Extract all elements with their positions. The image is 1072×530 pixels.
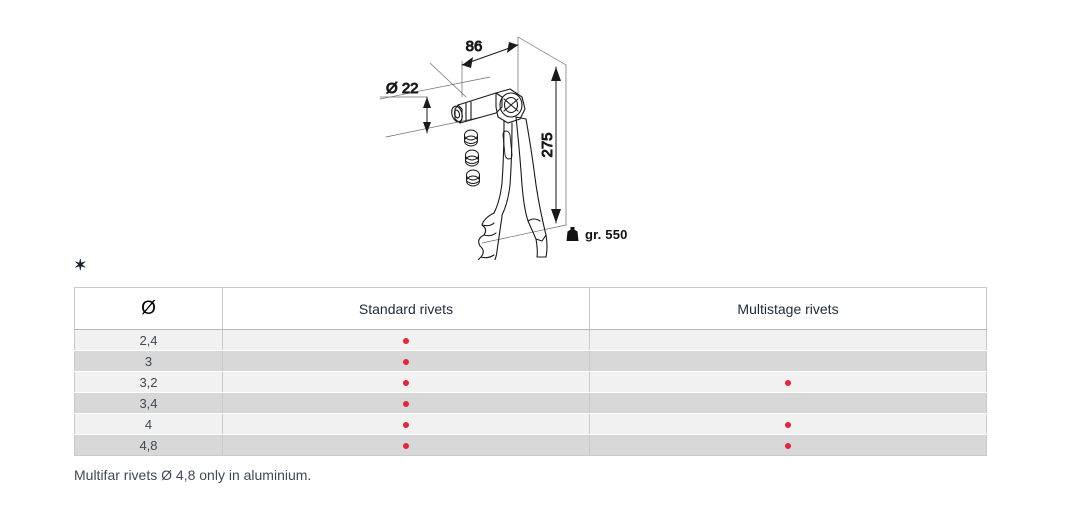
availability-dot [403, 359, 409, 366]
cell-standard-rivets [222, 434, 590, 456]
cell-multistage-rivets [589, 329, 987, 351]
table-footnote: Multifar rivets Ø 4,8 only in aluminium. [74, 467, 312, 483]
availability-dot [403, 338, 409, 345]
column-header-standard-rivets: Standard rivets [222, 287, 590, 330]
cell-diameter: 3,4 [74, 392, 223, 414]
availability-dot [785, 443, 791, 450]
cell-standard-rivets [222, 329, 590, 351]
table-header-row: Ø Standard rivets Multistage rivets [74, 287, 987, 330]
table-row: 4,8 [74, 434, 987, 456]
cell-standard-rivets [222, 392, 590, 414]
dimension-label-275: 275 [539, 132, 556, 157]
availability-dot [785, 422, 791, 429]
availability-dot [403, 380, 409, 387]
technical-drawing: 86 Ø 22 275 [370, 25, 670, 260]
cell-diameter: 3,2 [74, 371, 223, 393]
column-header-multistage-rivets: Multistage rivets [589, 287, 987, 330]
cell-diameter: 4 [74, 413, 223, 435]
cell-multistage-rivets [589, 350, 987, 372]
availability-dot [403, 422, 409, 429]
availability-dot [403, 401, 409, 408]
cell-standard-rivets [222, 350, 590, 372]
availability-dot [785, 380, 791, 387]
cell-multistage-rivets [589, 392, 987, 414]
footnote-asterisk-marker: ✶ [74, 257, 87, 274]
column-header-diameter: Ø [74, 287, 223, 330]
weight-text: gr. 550 [585, 227, 628, 242]
cell-diameter: 4,8 [74, 434, 223, 456]
cell-multistage-rivets [589, 371, 987, 393]
riveter-drawing-svg: 86 Ø 22 275 [379, 36, 567, 260]
availability-empty [785, 339, 791, 345]
cell-multistage-rivets [589, 434, 987, 456]
cell-diameter: 2,4 [74, 329, 223, 351]
weight-icon [566, 227, 579, 241]
weight-indicator: gr. 550 [566, 227, 628, 242]
cell-standard-rivets [222, 371, 590, 393]
cell-standard-rivets [222, 413, 590, 435]
cell-multistage-rivets [589, 413, 987, 435]
table-row: 3,4 [74, 392, 987, 414]
table-row: 4 [74, 413, 987, 435]
availability-dot [403, 443, 409, 450]
dimension-label-86: 86 [466, 38, 483, 55]
table-row: 3 [74, 350, 987, 372]
availability-empty [785, 402, 791, 408]
table-row: 2,4 [74, 329, 987, 351]
cell-diameter: 3 [74, 350, 223, 372]
availability-empty [785, 360, 791, 366]
table-row: 3,2 [74, 371, 987, 393]
dimension-label-diameter-22: Ø 22 [386, 80, 419, 97]
